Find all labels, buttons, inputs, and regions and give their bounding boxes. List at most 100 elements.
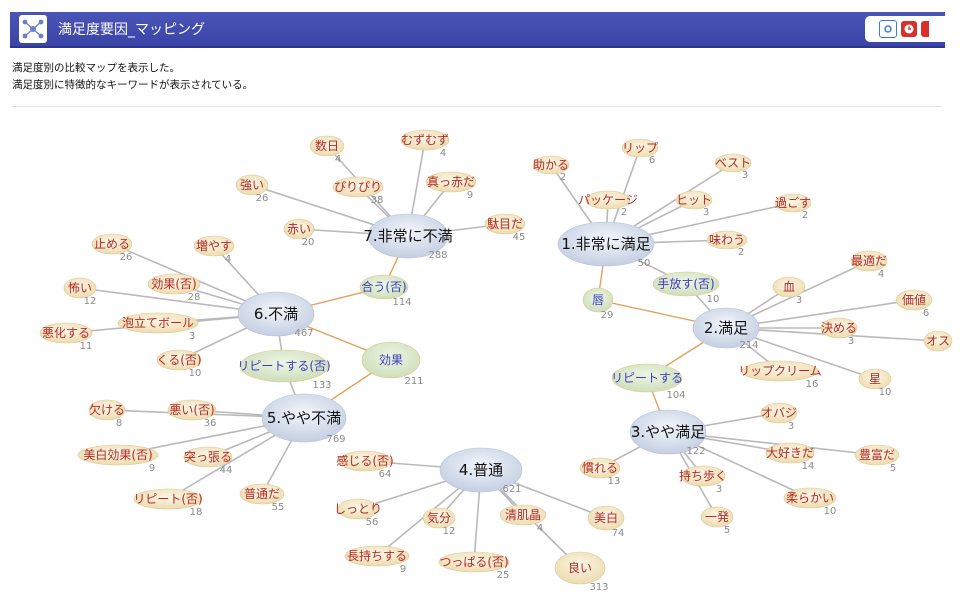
category-label: 4.普通: [459, 461, 503, 479]
keyword-label: リップ: [622, 141, 658, 155]
keyword-label: 数日: [315, 138, 339, 153]
keyword-node[interactable]: オス: [923, 330, 953, 352]
keyword-count: 44: [220, 465, 233, 476]
keyword-node[interactable]: 唇29: [582, 287, 613, 321]
keyword-count: 10: [879, 387, 892, 398]
clock-icon[interactable]: [901, 21, 917, 37]
keyword-bubble: [579, 457, 621, 479]
keyword-count: 5: [890, 463, 896, 474]
keyword-node[interactable]: リピート(否)18: [133, 488, 203, 518]
keyword-bubble: [88, 399, 126, 421]
keyword-count: 3: [703, 207, 709, 218]
keyword-bubble: [499, 504, 547, 526]
keyword-bubble: [344, 545, 410, 567]
keyword-node[interactable]: 手放す(否)10: [652, 271, 720, 305]
title-bar: 満足度要因_マッピング: [10, 12, 945, 48]
keyword-count: 13: [608, 476, 621, 487]
keyword-label: 普通だ: [244, 487, 280, 501]
keyword-label: 柔らかい: [786, 491, 834, 505]
keyword-node[interactable]: 一発5: [700, 506, 734, 536]
keyword-count: 10: [707, 294, 720, 305]
keyword-count: 6: [649, 155, 655, 166]
keyword-bubble: [895, 289, 933, 311]
keyword-node[interactable]: 価値6: [895, 289, 933, 319]
keyword-count: 3: [848, 336, 854, 347]
camera-icon[interactable]: [879, 20, 897, 38]
keyword-bubble: [133, 488, 203, 510]
close-icon[interactable]: [921, 21, 929, 37]
keyword-node[interactable]: 合う(否)114: [359, 274, 412, 308]
keyword-label: リップクリーム: [738, 364, 822, 378]
keyword-node[interactable]: 血3: [772, 276, 806, 306]
keyword-bubble: [741, 360, 819, 382]
keyword-count: 4: [440, 148, 446, 159]
keyword-label: 悪化する: [42, 326, 90, 340]
keyword-node[interactable]: 美白効果(否)9: [77, 444, 159, 474]
keyword-count: 9: [149, 463, 155, 474]
keyword-node[interactable]: 効果(否)28: [147, 273, 200, 303]
keyword-node[interactable]: つっぱる(否)25: [438, 551, 509, 581]
keyword-bubble: [183, 446, 233, 468]
keyword-label: 星: [869, 372, 881, 386]
keyword-bubble: [652, 271, 720, 297]
keyword-count: 3: [189, 331, 195, 342]
keyword-count: 3: [742, 170, 748, 181]
keyword-node[interactable]: 星10: [858, 368, 892, 398]
keyword-node[interactable]: 感じる(否)64: [336, 450, 394, 480]
keyword-label: しっとり: [334, 502, 382, 516]
keyword-node[interactable]: 悪い(否)36: [167, 399, 216, 429]
keyword-node[interactable]: リピートする(否)133: [237, 349, 332, 391]
category-count: 122: [686, 446, 705, 457]
keyword-label: 一発: [705, 510, 729, 524]
keyword-label: 唇: [592, 293, 604, 307]
keyword-node[interactable]: くる(否)10: [156, 349, 202, 379]
keyword-label: リピートする(否): [237, 359, 330, 373]
keyword-node[interactable]: 数日4: [309, 135, 345, 165]
